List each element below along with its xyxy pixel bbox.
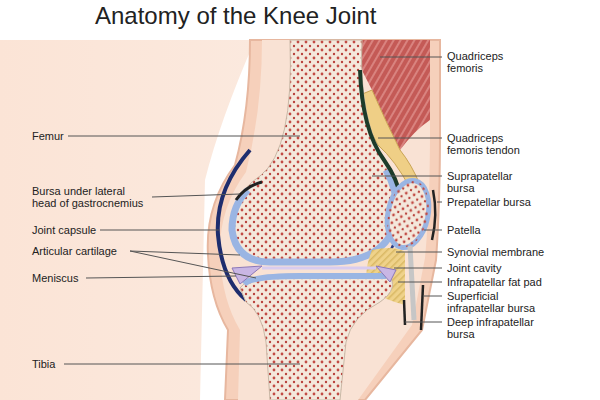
part-label: Articular cartilage bbox=[32, 245, 137, 257]
suprapatellar-bursa bbox=[360, 70, 400, 196]
part-label: Bursa under lateral head of gastrocnemiu… bbox=[32, 185, 150, 209]
part-label: Infrapatellar fat pad bbox=[447, 276, 577, 288]
tibia bbox=[240, 274, 393, 400]
part-label: Femur bbox=[32, 130, 72, 142]
tibia-marrow bbox=[240, 274, 393, 400]
tibial-cartilage bbox=[244, 276, 386, 284]
patella-marrow bbox=[381, 177, 434, 252]
part-label: Joint cavity bbox=[447, 262, 547, 274]
part-label: Prepatellar bursa bbox=[447, 196, 557, 208]
background bbox=[0, 40, 255, 400]
diagram-title: Anatomy of the Knee Joint bbox=[95, 2, 377, 30]
patella bbox=[381, 177, 434, 252]
part-label: Suprapatellar bursa bbox=[447, 170, 527, 194]
part-label: Joint capsule bbox=[32, 224, 107, 236]
leader-lines bbox=[64, 57, 442, 364]
leg-skin bbox=[208, 40, 440, 400]
meniscus bbox=[376, 266, 396, 282]
part-label: Patella bbox=[447, 224, 527, 236]
part-label: Tibia bbox=[32, 358, 72, 370]
deep-infrapatellar-bursa bbox=[404, 300, 405, 325]
part-label: Meniscus bbox=[32, 272, 92, 284]
part-label: Quadriceps femoris bbox=[447, 50, 519, 74]
patellar-ligament bbox=[410, 246, 414, 320]
joint-cavity bbox=[262, 267, 376, 270]
meniscus bbox=[232, 266, 262, 284]
femur-marrow bbox=[232, 40, 397, 262]
femur bbox=[232, 40, 397, 262]
part-label: Quadriceps femoris tendon bbox=[447, 132, 532, 156]
superficial-infrapatellar-bursa bbox=[421, 285, 423, 330]
part-label: Deep infrapatellar bursa bbox=[447, 316, 552, 340]
prepatellar-bursa bbox=[432, 190, 435, 240]
articular-cartilage bbox=[232, 170, 397, 262]
part-label: Superficial infrapatellar bursa bbox=[447, 290, 552, 314]
part-label: Synovial membrane bbox=[447, 246, 567, 258]
gastrocnemius-bursa bbox=[236, 182, 262, 200]
